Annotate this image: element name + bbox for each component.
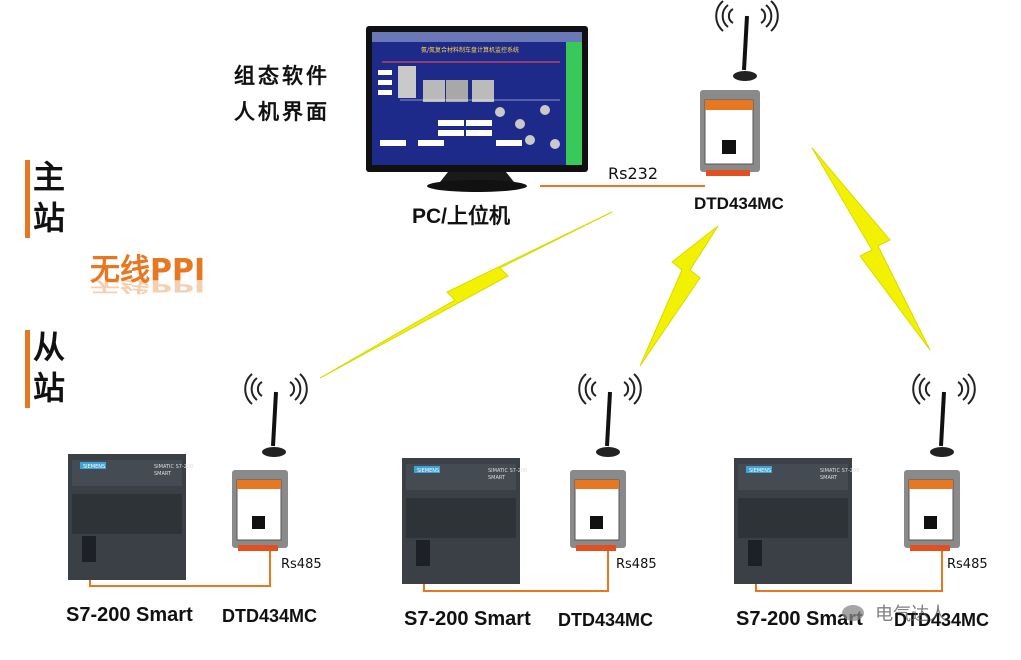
signal-waves-icon (578, 373, 642, 405)
hmi-caption-line1: 组态软件 (234, 64, 330, 88)
master-modem-label: DTD434MC (694, 194, 784, 213)
lightning-bolt-icon (811, 147, 931, 351)
monitor-icon: 氨/氮复合材料制车盘计算机监控系统 (366, 26, 588, 192)
wireless-ppi-text: 无线PPI (90, 253, 206, 288)
modem-label-1: DTD434MC (222, 606, 318, 626)
antenna-icon (742, 15, 749, 71)
slave-station-char-2: 站 (33, 369, 66, 407)
slave-station-char-1: 从 (33, 328, 66, 366)
svg-text:SMART: SMART (820, 475, 838, 481)
screen-title: 氨/氮复合材料制车盘计算机监控系统 (421, 46, 519, 54)
modem-icon (700, 0, 779, 176)
modem-icon (904, 373, 976, 551)
modem-icon (232, 373, 308, 551)
signal-waves-icon (715, 0, 779, 32)
svg-text:SIMATIC S7-200: SIMATIC S7-200 (820, 468, 859, 474)
svg-text:SIMATIC S7-200: SIMATIC S7-200 (154, 464, 193, 470)
plc-label-2: S7-200 Smart (404, 608, 531, 630)
master-station-char-1: 主 (33, 158, 66, 196)
modem-label-2: DTD434MC (558, 610, 654, 630)
svg-text:SIEMENS: SIEMENS (83, 464, 105, 470)
antenna-icon (271, 391, 278, 447)
svg-text:SIMATIC S7-200: SIMATIC S7-200 (488, 468, 527, 474)
plc-icon: SIEMENS SIMATIC S7-200 SMART (68, 454, 193, 580)
plc-label-1: S7-200 Smart (66, 604, 193, 626)
wechat-icon (842, 605, 864, 621)
antenna-icon (939, 391, 946, 447)
antenna-icon (605, 391, 612, 447)
master-station-bar (25, 160, 30, 238)
plc-icon: SIEMENS SIMATIC S7-200 SMART (734, 458, 859, 584)
wireless-ppi-label: 无线PPI 无线PPI (90, 253, 240, 313)
master-station-char-2: 站 (33, 199, 66, 237)
watermark: 电气达人 (842, 600, 947, 626)
lightning-bolt-icon (639, 225, 719, 367)
rs485-label-1: Rs485 (281, 557, 322, 572)
svg-text:SMART: SMART (154, 471, 172, 477)
rs232-label: Rs232 (608, 164, 658, 183)
rs485-label-3: Rs485 (947, 557, 988, 572)
modem-icon (570, 373, 642, 551)
hmi-caption-line2: 人机界面 (234, 100, 330, 124)
signal-waves-icon (244, 373, 308, 405)
signal-waves-icon (912, 373, 976, 405)
modem-label-3: DTD434MC (894, 610, 990, 630)
svg-text:SIEMENS: SIEMENS (749, 468, 771, 474)
slave-station-bar (25, 330, 30, 408)
plc-icon: SIEMENS SIMATIC S7-200 SMART (402, 458, 527, 584)
pc-label: PC/上位机 (412, 205, 511, 228)
lightning-bolt-icon (319, 211, 613, 379)
plc-label-3: S7-200 Smart (736, 608, 863, 630)
svg-text:SIEMENS: SIEMENS (417, 468, 439, 474)
rs485-label-2: Rs485 (616, 557, 657, 572)
svg-text:SMART: SMART (488, 475, 506, 481)
